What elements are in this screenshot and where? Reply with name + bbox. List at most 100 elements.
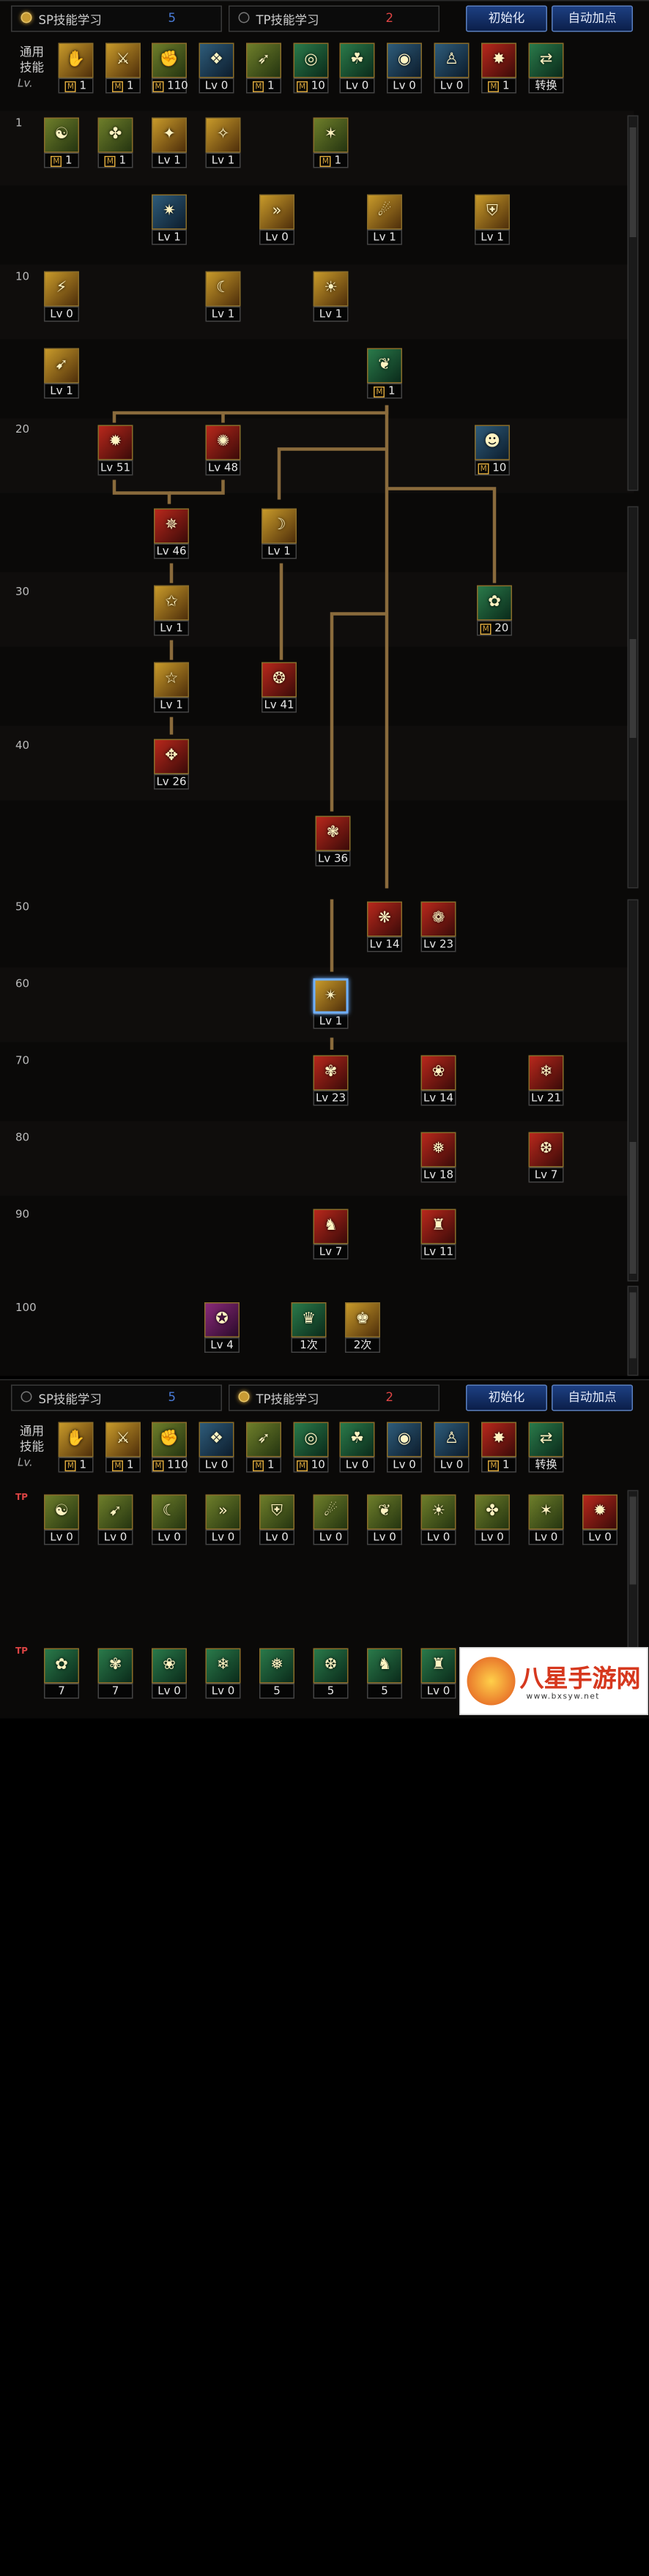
tree-skill[interactable]: ☯1 bbox=[44, 117, 79, 168]
general-skill[interactable]: ❖Lv 0 bbox=[199, 1422, 234, 1473]
auto-assign-button[interactable]: 自动加点 bbox=[552, 1384, 633, 1411]
tp-skill[interactable]: ⛨Lv 0 bbox=[259, 1494, 294, 1545]
tree-skill[interactable]: ❋Lv 14 bbox=[367, 901, 402, 952]
tp-skill[interactable]: »Lv 0 bbox=[205, 1494, 241, 1545]
tree-skill[interactable]: ♜Lv 11 bbox=[420, 1209, 456, 1260]
tp-skill[interactable]: ✾7 bbox=[97, 1648, 133, 1699]
tree-skill[interactable]: ✤1 bbox=[97, 117, 133, 168]
tp-skill[interactable]: ❄Lv 0 bbox=[205, 1648, 241, 1699]
general-skill[interactable]: ✋1 bbox=[58, 42, 94, 94]
tp-skill[interactable]: ♜Lv 0 bbox=[420, 1648, 456, 1699]
tree-skill-selected[interactable]: ✴Lv 1 bbox=[313, 978, 349, 1029]
tab-sp-skill[interactable]: SP技能学习 5 bbox=[11, 5, 222, 32]
general-skill[interactable]: ❖Lv 0 bbox=[199, 42, 234, 94]
tree-skill[interactable]: ❦1 bbox=[367, 348, 402, 399]
skill-icon: ❆ bbox=[539, 1140, 553, 1157]
tree-skill[interactable]: »Lv 0 bbox=[259, 194, 294, 245]
tp-skill[interactable]: ☾Lv 0 bbox=[152, 1494, 187, 1545]
tree-skill[interactable]: ☆Lv 1 bbox=[154, 662, 189, 713]
tree-skill[interactable]: ✩Lv 1 bbox=[154, 585, 189, 636]
general-skill[interactable]: ✸1 bbox=[481, 42, 516, 94]
general-skill[interactable]: ✋1 bbox=[58, 1422, 94, 1473]
general-skill[interactable]: ⇄转换 bbox=[528, 42, 564, 94]
tree-skill[interactable]: ❃Lv 36 bbox=[315, 815, 351, 867]
tp-skill[interactable]: ✶Lv 0 bbox=[528, 1494, 564, 1545]
tp-skill[interactable]: ➹Lv 0 bbox=[97, 1494, 133, 1545]
tree-skill[interactable]: ➹Lv 1 bbox=[44, 348, 79, 399]
tree-skill[interactable]: ✿20 bbox=[477, 585, 512, 636]
scrollbar[interactable] bbox=[627, 506, 639, 889]
tree-skill[interactable]: ☄Lv 1 bbox=[367, 194, 402, 245]
tab-tp-skill[interactable]: TP技能学习 2 bbox=[229, 1384, 440, 1411]
scroll-thumb[interactable] bbox=[629, 1142, 637, 1274]
scrollbar[interactable] bbox=[627, 899, 639, 1282]
scrollbar[interactable] bbox=[627, 115, 639, 491]
tab-tp-skill[interactable]: TP技能学习 2 bbox=[229, 5, 440, 32]
tp-skill[interactable]: ❦Lv 0 bbox=[367, 1494, 402, 1545]
tree-skill[interactable]: ✶1 bbox=[313, 117, 349, 168]
tree-skill-awakening[interactable]: ✪Lv 4 bbox=[204, 1302, 240, 1353]
tree-skill[interactable]: ☽Lv 1 bbox=[262, 508, 297, 559]
general-skill[interactable]: ✊110 bbox=[152, 1422, 188, 1473]
reset-button[interactable]: 初始化 bbox=[466, 5, 547, 32]
tree-skill[interactable]: ❄Lv 21 bbox=[528, 1055, 564, 1106]
tree-skill-step[interactable]: ♛1次 bbox=[291, 1302, 327, 1353]
tp-skill[interactable]: ✿7 bbox=[44, 1648, 79, 1699]
general-skill[interactable]: ☘Lv 0 bbox=[339, 1422, 375, 1473]
reset-button[interactable]: 初始化 bbox=[466, 1384, 547, 1411]
tp-skill[interactable]: ❆5 bbox=[313, 1648, 349, 1699]
scroll-thumb[interactable] bbox=[629, 639, 637, 738]
tree-skill[interactable]: ❂Lv 41 bbox=[262, 662, 297, 713]
logo-url: www.bxsyw.net bbox=[526, 1692, 600, 1701]
tree-skill[interactable]: ❀Lv 14 bbox=[420, 1055, 456, 1106]
general-skill[interactable]: ✸1 bbox=[481, 1422, 516, 1473]
tree-skill[interactable]: ☾Lv 1 bbox=[205, 271, 241, 322]
tp-skill[interactable]: ♞5 bbox=[367, 1648, 402, 1699]
tree-skill[interactable]: ✵Lv 46 bbox=[154, 508, 189, 559]
tp-skill[interactable]: ☄Lv 0 bbox=[313, 1494, 349, 1545]
auto-assign-button[interactable]: 自动加点 bbox=[552, 5, 633, 32]
general-skill[interactable]: ✊110 bbox=[152, 42, 188, 94]
general-skill[interactable]: ◎10 bbox=[293, 1422, 329, 1473]
scrollbar[interactable] bbox=[627, 1285, 639, 1376]
tree-skill[interactable]: ✥Lv 26 bbox=[154, 739, 189, 790]
tree-skill[interactable]: ⚡Lv 0 bbox=[44, 271, 79, 322]
tree-skill[interactable]: ❁Lv 23 bbox=[420, 901, 456, 952]
general-skill[interactable]: ⇄转换 bbox=[528, 1422, 564, 1473]
tp-skill[interactable]: ✤Lv 0 bbox=[475, 1494, 510, 1545]
general-skill[interactable]: ⚔1 bbox=[105, 42, 141, 94]
general-skill[interactable]: ♙Lv 0 bbox=[434, 1422, 470, 1473]
tree-skill[interactable]: ⛨Lv 1 bbox=[475, 194, 510, 245]
tree-skill[interactable]: ✺Lv 48 bbox=[205, 425, 241, 476]
tree-skill[interactable]: ☻10 bbox=[475, 425, 510, 476]
general-skill[interactable]: ☘Lv 0 bbox=[339, 42, 375, 94]
scroll-thumb[interactable] bbox=[629, 127, 637, 237]
tree-skill[interactable]: ✧Lv 1 bbox=[205, 117, 241, 168]
tree-skill[interactable]: ☀Lv 1 bbox=[313, 271, 349, 322]
tree-skill[interactable]: ♞Lv 7 bbox=[313, 1209, 349, 1260]
tree-skill[interactable]: ✹Lv 51 bbox=[97, 425, 133, 476]
tree-skill-step[interactable]: ♚2次 bbox=[345, 1302, 380, 1353]
general-skill[interactable]: ◎10 bbox=[293, 42, 329, 94]
skill-icon: ❄ bbox=[216, 1656, 230, 1673]
tree-skill[interactable]: ✦Lv 1 bbox=[152, 117, 187, 168]
general-skill[interactable]: ➶1 bbox=[246, 1422, 281, 1473]
tp-skill[interactable]: ☯Lv 0 bbox=[44, 1494, 79, 1545]
tree-skill[interactable]: ✾Lv 23 bbox=[313, 1055, 349, 1106]
tree-skill[interactable]: ✷Lv 1 bbox=[152, 194, 187, 245]
tree-skill[interactable]: ❅Lv 18 bbox=[420, 1132, 456, 1183]
scroll-thumb[interactable] bbox=[629, 1496, 637, 1585]
tp-skill[interactable]: ✹Lv 0 bbox=[582, 1494, 618, 1545]
general-skill[interactable]: ♙Lv 0 bbox=[434, 42, 470, 94]
tp-skill[interactable]: ☀Lv 0 bbox=[420, 1494, 456, 1545]
tree-skill[interactable]: ❆Lv 7 bbox=[528, 1132, 564, 1183]
general-skill[interactable]: ◉Lv 0 bbox=[387, 42, 422, 94]
general-skill[interactable]: ◉Lv 0 bbox=[387, 1422, 422, 1473]
general-skill[interactable]: ➶1 bbox=[246, 42, 281, 94]
tab-sp-skill[interactable]: SP技能学习 5 bbox=[11, 1384, 222, 1411]
tp-skill[interactable]: ❀Lv 0 bbox=[152, 1648, 187, 1699]
scroll-thumb[interactable] bbox=[629, 1292, 637, 1359]
tp-skill[interactable]: ❅5 bbox=[259, 1648, 294, 1699]
general-skill[interactable]: ⚔1 bbox=[105, 1422, 141, 1473]
level-label: 40 bbox=[15, 740, 30, 753]
